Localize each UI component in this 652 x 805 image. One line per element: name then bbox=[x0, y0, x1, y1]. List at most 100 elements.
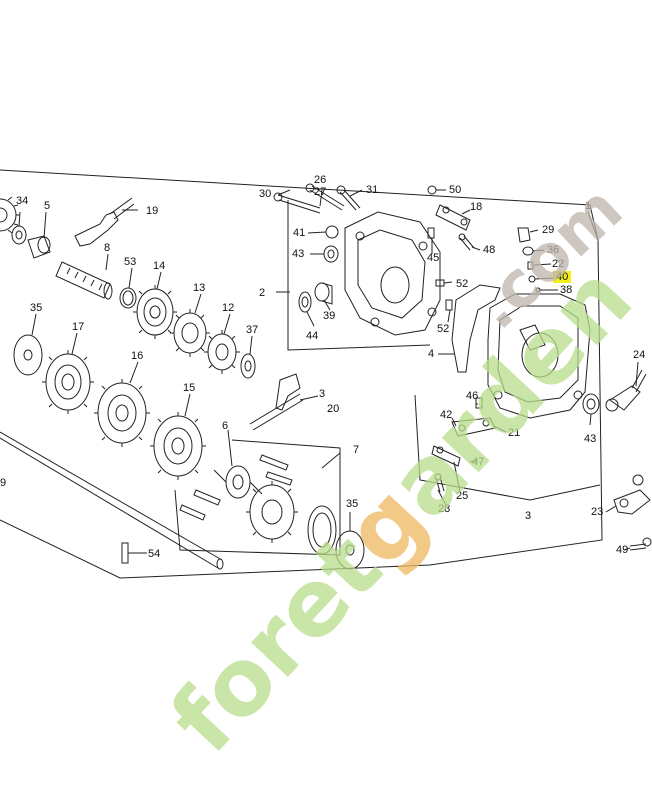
ball-40 bbox=[528, 275, 536, 283]
ball-38 bbox=[535, 287, 541, 293]
callout-48: 48 bbox=[483, 244, 496, 256]
callout-2: 2 bbox=[259, 287, 266, 299]
callout-30: 30 bbox=[259, 188, 272, 200]
callout-44: 44 bbox=[306, 330, 319, 342]
callout-46: 46 bbox=[466, 390, 479, 402]
callout-24: 24 bbox=[633, 349, 646, 361]
callout-3-top: 3 bbox=[319, 388, 326, 400]
callout-14: 14 bbox=[153, 260, 166, 272]
lever-24 bbox=[605, 369, 647, 412]
gasket-4 bbox=[451, 284, 501, 373]
callout-4: 4 bbox=[428, 348, 435, 360]
long-shaft-9 bbox=[0, 431, 224, 570]
callout-29: 29 bbox=[542, 224, 555, 236]
callout-27: 27 bbox=[314, 186, 327, 198]
frame-outline bbox=[0, 169, 603, 579]
plug-29 bbox=[517, 227, 531, 243]
shift-fork-20 bbox=[249, 373, 304, 431]
bushing-39 bbox=[314, 282, 333, 305]
callout-1: 1 bbox=[585, 200, 592, 212]
gear-13 bbox=[170, 309, 210, 357]
washer-34 bbox=[11, 225, 27, 245]
shift-fork-19 bbox=[74, 197, 135, 247]
gear-12 bbox=[204, 330, 240, 374]
callout-5: 5 bbox=[44, 200, 51, 212]
pin-46 bbox=[475, 397, 483, 409]
callout-43-left: 43 bbox=[292, 248, 305, 260]
bolt-49 bbox=[629, 537, 652, 551]
callout-17: 17 bbox=[72, 321, 85, 333]
callout-35-left: 35 bbox=[30, 302, 43, 314]
callout-3-bottom: 3 bbox=[525, 510, 532, 522]
callout-38: 38 bbox=[560, 284, 573, 296]
subframe-7 bbox=[174, 439, 341, 556]
callout-25: 25 bbox=[456, 490, 469, 502]
callout-41: 41 bbox=[293, 227, 306, 239]
gear-case-3 bbox=[487, 293, 591, 419]
callout-37: 37 bbox=[246, 324, 259, 336]
callout-54: 54 bbox=[148, 548, 161, 560]
callout-16: 16 bbox=[131, 350, 144, 362]
washer-35-left bbox=[13, 334, 43, 376]
gear-16 bbox=[94, 379, 150, 447]
callout-34: 34 bbox=[16, 195, 29, 207]
pinion-6 bbox=[213, 465, 263, 499]
subframe-3 bbox=[414, 394, 601, 501]
washer-36 bbox=[522, 246, 534, 256]
subframe-2 bbox=[287, 200, 431, 351]
bearing-44 bbox=[298, 291, 312, 313]
callout-15: 15 bbox=[183, 382, 196, 394]
bolt-28 bbox=[434, 473, 445, 493]
leader-1 bbox=[587, 211, 599, 241]
callout-40-highlighted: 40 bbox=[553, 271, 572, 283]
callout-20: 20 bbox=[327, 403, 340, 415]
spline-gear bbox=[246, 481, 298, 543]
dowel-45 bbox=[427, 227, 435, 239]
callout-6: 6 bbox=[222, 420, 229, 432]
callout-26: 26 bbox=[314, 174, 327, 186]
dowel-52b bbox=[445, 299, 453, 311]
bolts-top bbox=[273, 183, 361, 214]
washer-37 bbox=[240, 353, 256, 379]
spring-22 bbox=[527, 261, 534, 270]
callout-52-top: 52 bbox=[456, 278, 469, 290]
callout-42: 42 bbox=[440, 409, 453, 421]
seal-43-right bbox=[582, 393, 600, 415]
collar-5 bbox=[27, 235, 51, 259]
callout-28: 28 bbox=[438, 503, 451, 515]
gear-17 bbox=[42, 350, 94, 414]
link-47 bbox=[431, 445, 461, 467]
callout-45: 45 bbox=[427, 252, 440, 264]
gear-14 bbox=[133, 285, 177, 339]
pin-54 bbox=[121, 542, 129, 564]
arm-23 bbox=[613, 474, 651, 515]
callout-49: 49 bbox=[616, 544, 629, 556]
callout-13: 13 bbox=[193, 282, 206, 294]
callout-50: 50 bbox=[449, 184, 462, 196]
callout-7: 7 bbox=[353, 444, 360, 456]
gear-partial-left bbox=[0, 196, 20, 234]
o-ring-41 bbox=[325, 225, 339, 239]
ring-53 bbox=[119, 287, 137, 309]
callout-22: 22 bbox=[552, 258, 565, 270]
callout-36: 36 bbox=[547, 244, 560, 256]
callout-39: 39 bbox=[323, 310, 336, 322]
nut-50 bbox=[427, 185, 437, 195]
selector-21 bbox=[451, 417, 496, 437]
bearing bbox=[307, 505, 337, 555]
callout-31: 31 bbox=[366, 184, 379, 196]
callout-52-bottom: 52 bbox=[437, 323, 450, 335]
callout-8: 8 bbox=[104, 242, 111, 254]
bolt-48 bbox=[458, 233, 475, 251]
leaders bbox=[18, 189, 639, 554]
callout-12: 12 bbox=[222, 302, 235, 314]
callout-19: 19 bbox=[146, 205, 159, 217]
callout-53: 53 bbox=[124, 256, 137, 268]
callout-21: 21 bbox=[508, 427, 521, 439]
cover-2 bbox=[344, 211, 441, 336]
shaft-8 bbox=[55, 261, 113, 300]
keys-group bbox=[179, 454, 293, 521]
seal-43-left bbox=[323, 245, 339, 263]
